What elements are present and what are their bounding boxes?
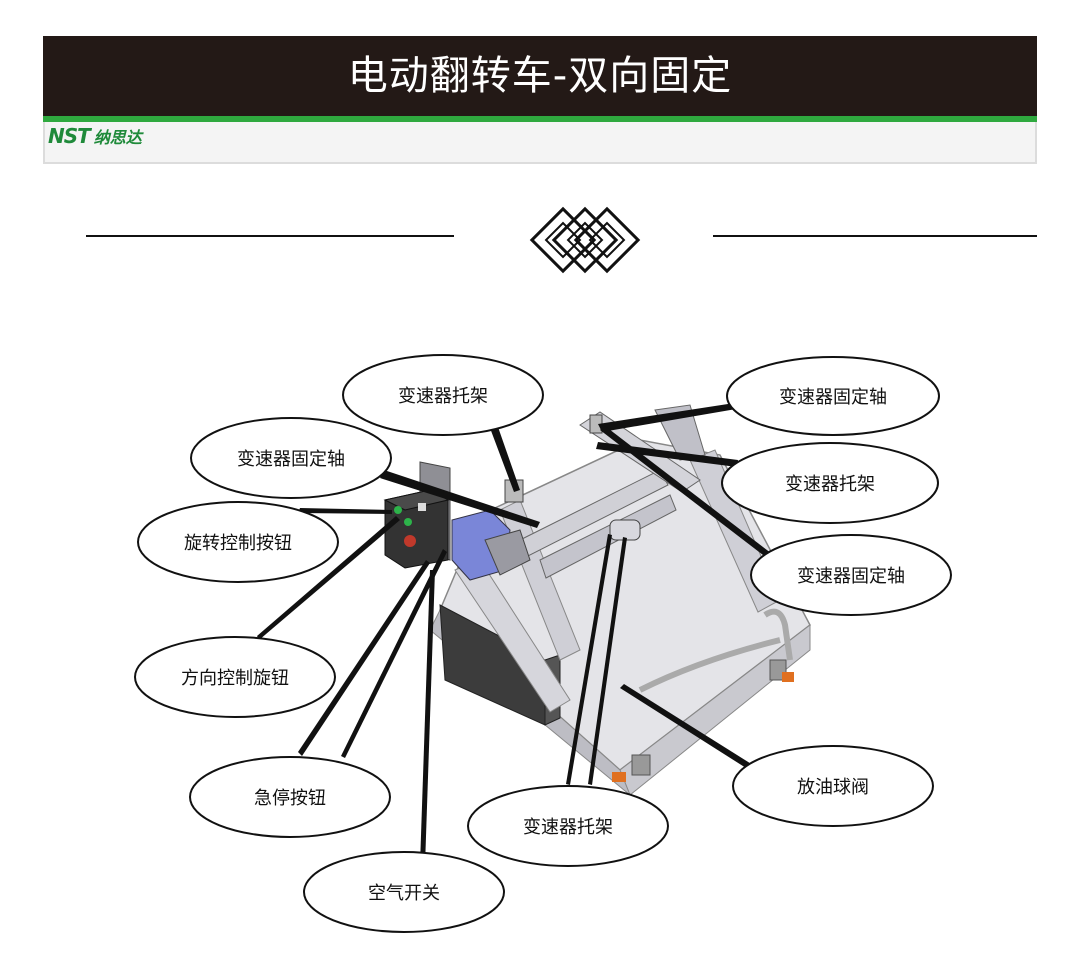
svg-text:空气开关: 空气开关 [368,883,440,904]
callout-direction-control-knob: 方向控制旋钮 [134,636,336,718]
svg-text:急停按钮: 急停按钮 [254,788,326,809]
callout-reducer-bracket-bottom: 变速器托架 [467,785,669,867]
callout-air-switch: 空气开关 [303,851,505,933]
logo-chinese: 纳思达 [93,128,142,147]
callout-oil-drain-ball-valve: 放油球阀 [732,745,934,827]
svg-text:方向控制旋钮: 方向控制旋钮 [181,668,289,689]
header-bar: 电动翻转车-双向固定 [43,36,1037,116]
callout-speed-reducer-bracket-top: 变速器托架 [342,354,544,436]
svg-text:变速器托架: 变速器托架 [523,817,613,838]
callout-reducer-fixed-shaft-left: 变速器固定轴 [190,417,392,499]
svg-text:旋转控制按钮: 旋转控制按钮 [184,533,292,554]
svg-text:变速器托架: 变速器托架 [785,474,875,495]
svg-text:变速器固定轴: 变速器固定轴 [237,449,345,470]
interlocking-diamonds-icon [529,206,641,274]
callout-reducer-bracket-right: 变速器托架 [721,442,939,524]
svg-text:变速器固定轴: 变速器固定轴 [779,387,887,408]
page-title: 电动翻转车-双向固定 [347,53,733,99]
logo-latin: NST [48,124,91,148]
divider-right [713,235,1037,237]
brand-strip [43,122,1037,164]
leader-lines [257,402,780,866]
svg-text:变速器固定轴: 变速器固定轴 [797,566,905,587]
callout-rotation-control-button: 旋转控制按钮 [137,501,339,583]
svg-text:放油球阀: 放油球阀 [797,777,869,798]
brand-logo: NST 纳思达 [48,124,142,148]
header-accent-line [43,116,1037,122]
callout-reducer-fixed-shaft-right: 变速器固定轴 [750,534,952,616]
svg-text:变速器托架: 变速器托架 [398,386,488,407]
divider-left [86,235,454,237]
callout-reducer-fixed-shaft-top-right: 变速器固定轴 [726,356,940,436]
callout-emergency-stop-button: 急停按钮 [189,756,391,838]
